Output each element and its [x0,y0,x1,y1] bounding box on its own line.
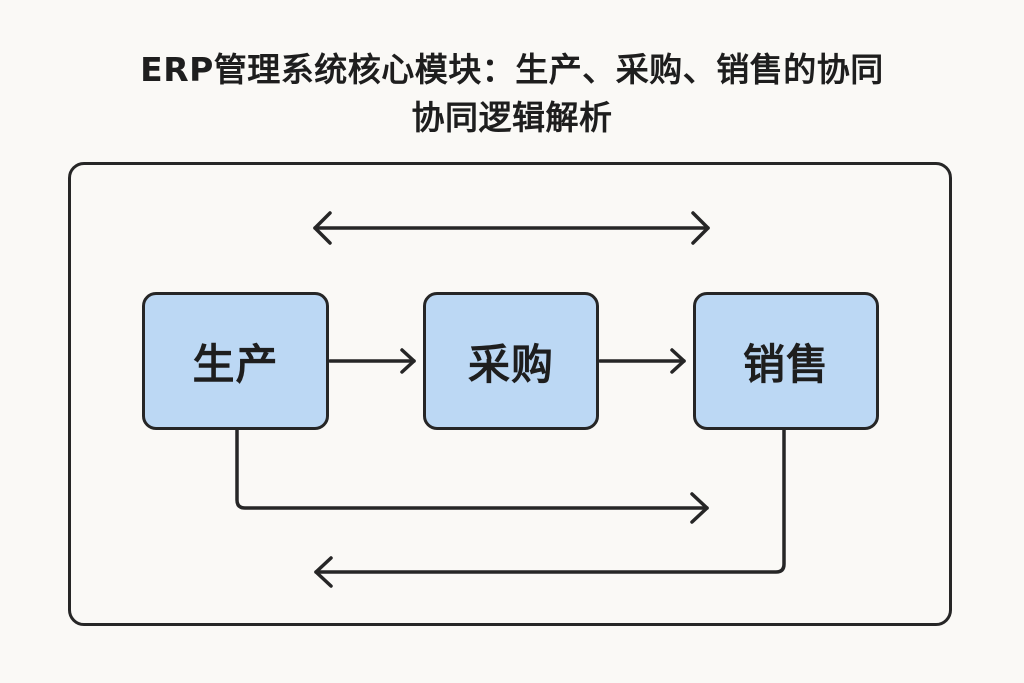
top-bidirectional-arrow [313,211,710,245]
node-procurement-label: 采购 [467,339,554,389]
node-procurement: 采购 [423,292,599,430]
node-production-label: 生产 [192,339,279,389]
node-production: 生产 [142,292,329,430]
arrow-sales-loop-back [314,428,786,588]
node-sales-label: 销售 [742,339,829,389]
title-line-1: ERP管理系统核心模块：生产、采购、销售的协同 [140,50,884,89]
arrow-procurement-to-sales [598,348,686,374]
arrow-production-to-procurement [328,348,416,374]
title-line-2: 协同逻辑解析 [411,98,613,137]
arrow-production-loop-to-sales [235,428,709,524]
node-sales: 销售 [693,292,879,430]
outer-frame [68,162,952,626]
